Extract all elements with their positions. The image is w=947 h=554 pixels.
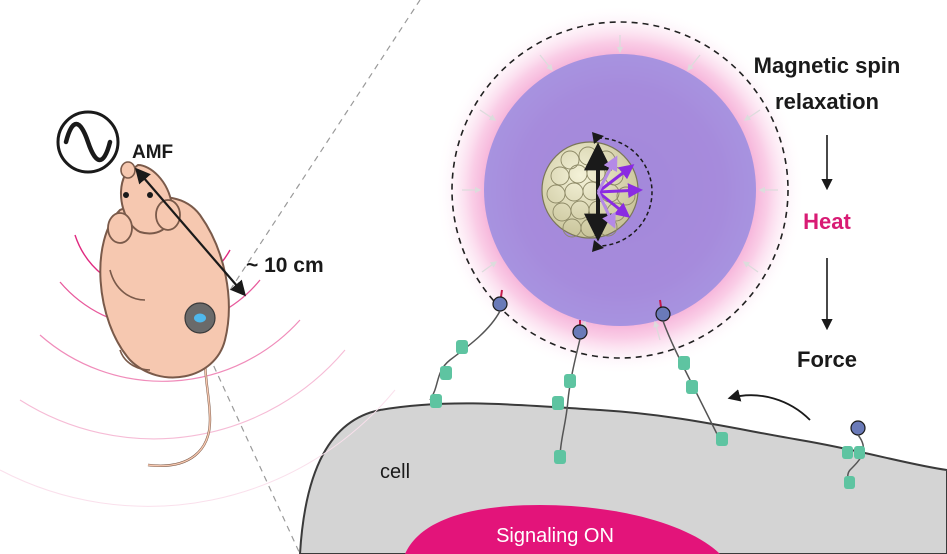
spin-arc-head-top: [592, 132, 604, 144]
spin-precession-vectors: [596, 155, 643, 229]
tethered-receptor-right: [655, 299, 728, 446]
distance-arrow: [134, 167, 247, 297]
zoom-guide-bottom: [199, 335, 301, 554]
receptor-movement-arrow: [727, 389, 811, 421]
zoom-guide-top: [199, 0, 421, 337]
force-label: Force: [797, 347, 857, 372]
spin-rotation-arc: [597, 137, 653, 247]
heat-label: Heat: [803, 209, 851, 234]
cell-label: cell: [380, 461, 410, 483]
tethered-receptor-center: [552, 320, 588, 464]
signaling-region: [405, 505, 720, 554]
amf-label: AMF: [132, 142, 173, 163]
mouse-illustration: [99, 161, 230, 467]
free-receptor: [842, 420, 866, 489]
relaxation-label-line2: relaxation: [775, 89, 879, 114]
spin-arc-head-bottom: [592, 240, 604, 252]
tethered-receptor-left: [429, 289, 508, 408]
sine-wave-icon: [56, 110, 120, 174]
distance-label: ~ 10 cm: [246, 254, 324, 277]
relaxation-label-line1: Magnetic spin: [754, 53, 901, 78]
signaling-label: Signaling ON: [496, 525, 614, 547]
force-boundary-dashed: [451, 21, 789, 359]
